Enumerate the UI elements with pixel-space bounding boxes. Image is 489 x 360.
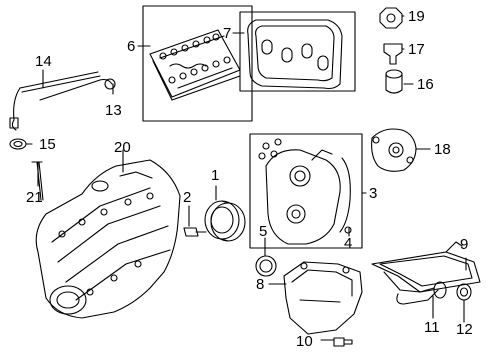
water-pump-drawing (371, 128, 417, 172)
callout-16: 16 (417, 76, 434, 93)
timing-cover-drawing (258, 138, 352, 245)
callout-13: 13 (105, 102, 122, 119)
valve-cover-group-box (142, 5, 253, 122)
valve-cover-gasket-drawing (247, 19, 343, 90)
callout-8: 8 (256, 276, 265, 293)
callout-1: 1 (211, 167, 220, 184)
oil-pan-drawing (283, 261, 363, 335)
callout-15: 15 (39, 136, 56, 153)
leader-lines (25, 15, 467, 341)
damper-drawing (204, 200, 246, 242)
callout-20: 20 (114, 139, 131, 156)
callout-21: 21 (26, 189, 43, 206)
callout-12: 12 (456, 321, 473, 338)
callout-2: 2 (183, 189, 192, 206)
callout-5: 5 (259, 223, 268, 240)
drain-plug-drawing (333, 337, 353, 347)
sensor-drawing (383, 43, 403, 65)
valve-cover-gasket-box (239, 11, 356, 92)
dipstick-drawing (39, 78, 116, 101)
oil-filter-adapter-drawing (385, 69, 403, 94)
timing-cover-group-box (249, 133, 363, 249)
oil-pickup-drawing (383, 271, 447, 305)
front-seal-drawing (255, 255, 277, 277)
callout-7: 7 (223, 25, 232, 42)
callout-19: 19 (408, 8, 425, 25)
cap-drawing (379, 7, 403, 29)
callout-10: 10 (296, 333, 313, 350)
valve-cover-drawing (149, 29, 241, 101)
callout-6: 6 (127, 38, 136, 55)
callout-18: 18 (434, 141, 451, 158)
callout-14: 14 (35, 53, 52, 70)
pickup-o-ring-drawing (456, 283, 472, 301)
callout-4: 4 (344, 235, 353, 252)
intake-manifold-drawing (35, 159, 181, 319)
callout-17: 17 (408, 41, 425, 58)
dipstick-tube-drawing (9, 71, 101, 131)
o-ring-drawing (9, 138, 27, 150)
callout-11: 11 (424, 319, 440, 336)
bolt-drawing (183, 227, 207, 237)
callout-3: 3 (369, 185, 378, 202)
callout-9: 9 (460, 236, 469, 253)
oil-pan-gasket-drawing (371, 241, 481, 293)
